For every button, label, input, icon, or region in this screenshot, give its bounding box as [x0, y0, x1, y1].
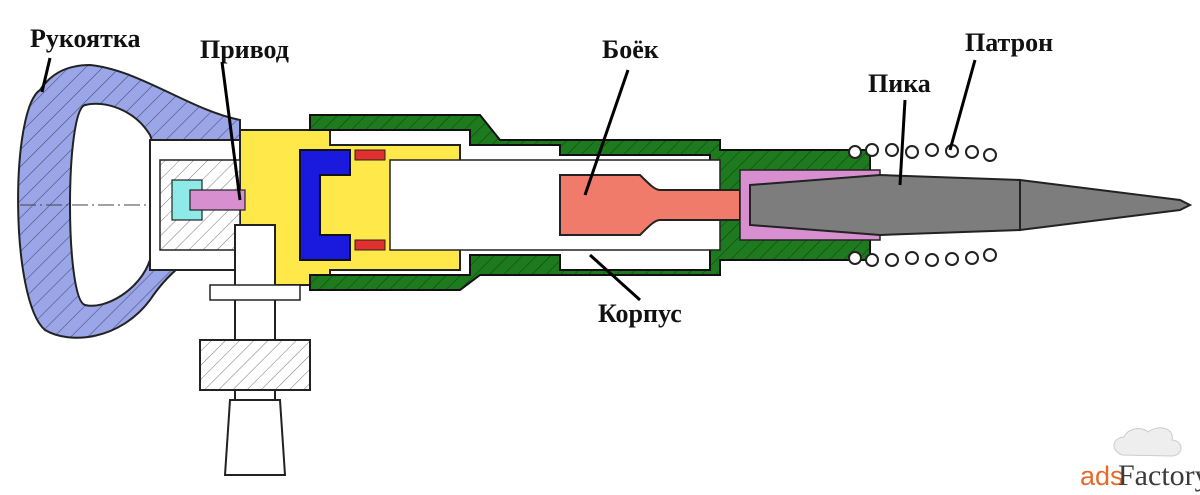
watermark: ads Factory — [1080, 427, 1200, 492]
air-inlet — [199, 224, 311, 476]
label-pike: Пика — [868, 69, 931, 98]
watermark-ads: ads — [1080, 461, 1124, 491]
watermark-factory: Factory — [1118, 459, 1200, 492]
cloud-icon — [1113, 427, 1182, 457]
label-drive: Привод — [200, 35, 289, 64]
body-casing — [309, 114, 871, 291]
label-handle: Рукоятка — [30, 24, 140, 53]
label-body: Корпус — [598, 299, 682, 328]
label-striker: Боёк — [602, 35, 659, 64]
pike-tip — [1019, 178, 1193, 232]
piston-head — [299, 149, 351, 261]
leader-lines — [40, 57, 977, 302]
label-chuck: Патрон — [965, 28, 1053, 57]
